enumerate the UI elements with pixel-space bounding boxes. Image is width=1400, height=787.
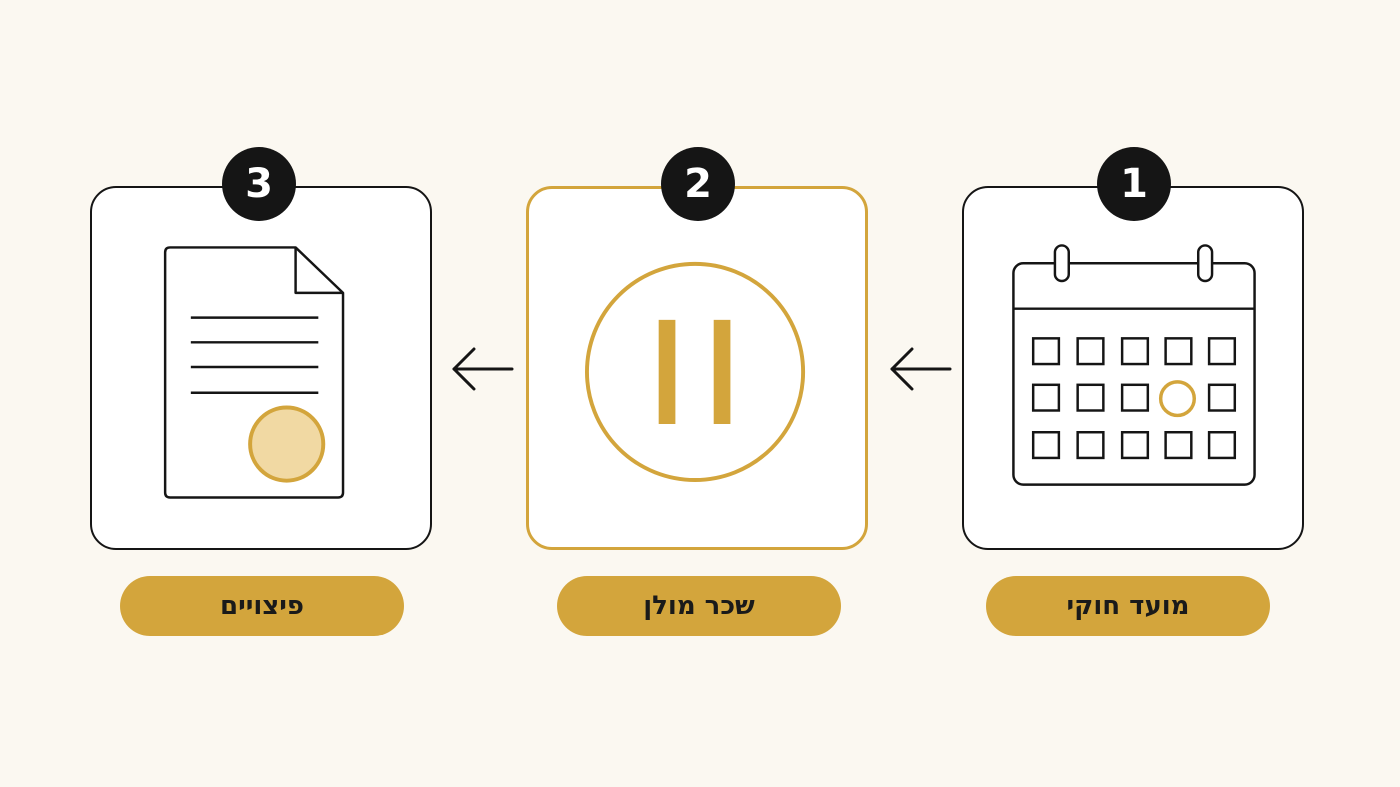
calendar-day-cell bbox=[1076, 383, 1105, 412]
calendar-day-cell bbox=[1031, 337, 1061, 366]
step-1-label: מועד חוקי bbox=[986, 576, 1270, 636]
arrow-left-icon bbox=[890, 347, 952, 391]
step-2-label: שכר מולן bbox=[557, 576, 841, 636]
calendar-icon bbox=[1012, 244, 1256, 486]
document-seal-icon bbox=[163, 246, 345, 499]
step-2-number-badge: 2 bbox=[661, 147, 735, 221]
step-1-number-badge: 1 bbox=[1097, 147, 1171, 221]
step-3-number-badge: 3 bbox=[222, 147, 296, 221]
calendar-day-cell bbox=[1031, 383, 1061, 412]
step-3-card bbox=[90, 186, 432, 550]
step-1-card bbox=[962, 186, 1304, 550]
step-2-card bbox=[526, 186, 868, 550]
arrow-left-icon bbox=[452, 347, 514, 391]
pause-icon bbox=[585, 261, 806, 482]
calendar-day-cell bbox=[1031, 431, 1061, 460]
calendar-highlight-day bbox=[1158, 380, 1197, 418]
calendar-day-cell bbox=[1076, 431, 1105, 460]
calendar-day-cell bbox=[1164, 431, 1193, 460]
calendar-day-cell bbox=[1120, 337, 1150, 366]
calendar-day-cell bbox=[1207, 337, 1237, 366]
calendar-day-cell bbox=[1207, 383, 1237, 412]
step-3-label: פיצויים bbox=[120, 576, 404, 636]
calendar-day-cell bbox=[1120, 383, 1150, 412]
calendar-day-cell bbox=[1120, 431, 1150, 460]
calendar-day-cell bbox=[1164, 337, 1193, 366]
seal-icon bbox=[248, 405, 326, 483]
calendar-day-cell bbox=[1207, 431, 1237, 460]
calendar-day-cell bbox=[1076, 337, 1105, 366]
